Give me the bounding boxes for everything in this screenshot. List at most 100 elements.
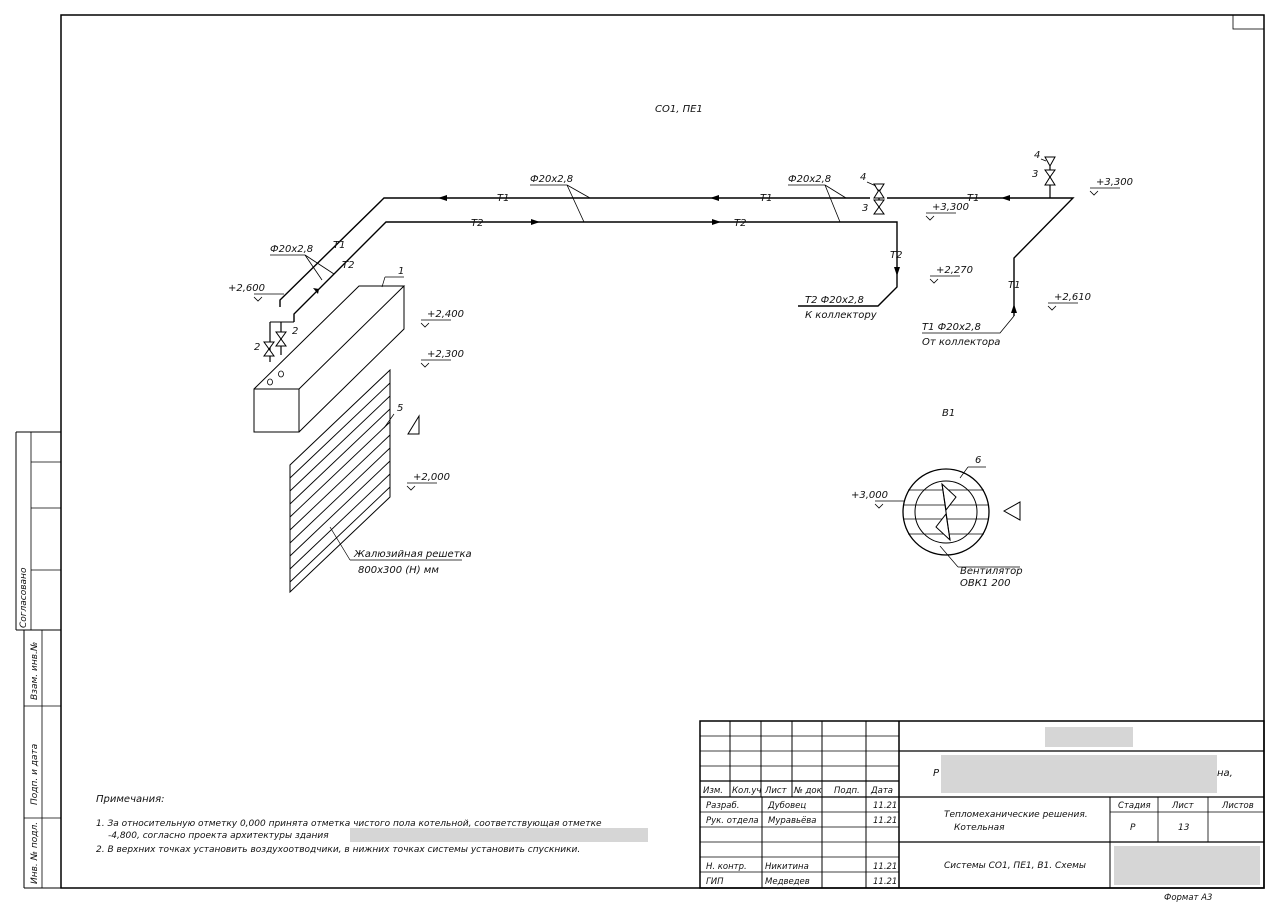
louvre-grille bbox=[289, 368, 391, 594]
callout-number: 5 bbox=[397, 403, 403, 414]
elevation-mark: +2,000 bbox=[406, 472, 450, 491]
sheet-header: Лист bbox=[1171, 801, 1195, 811]
callout-number: 4 bbox=[1034, 150, 1040, 161]
pipe-t2-label: Т2 bbox=[890, 250, 902, 261]
svg-text:+3,300: +3,300 bbox=[932, 202, 969, 213]
redacted-block bbox=[350, 828, 648, 842]
scheme-title: СО1, ПЕ1 bbox=[655, 104, 703, 115]
project-prefix: Р bbox=[933, 768, 940, 779]
pipe-t1-label: Т1 bbox=[1008, 280, 1020, 291]
elevation-mark: +2,600 bbox=[228, 283, 285, 302]
row-date: 11.21 bbox=[873, 862, 897, 872]
row-role: Н. контр. bbox=[706, 862, 747, 872]
svg-text:+2,000: +2,000 bbox=[413, 472, 450, 483]
elevation-mark: +3,300 bbox=[1089, 177, 1133, 196]
pipe-t1-label: Т1 bbox=[497, 193, 509, 204]
row-date: 11.21 bbox=[873, 816, 897, 826]
header-izm: Изм. bbox=[703, 786, 723, 796]
row-name: Дубовец bbox=[767, 801, 806, 811]
row-role: Рук. отдела bbox=[706, 816, 759, 826]
pipe-t1-label: Т1 bbox=[333, 240, 345, 251]
notes-line: -4,800, согласно проекта архитектуры зда… bbox=[108, 831, 329, 841]
svg-text:+3,300: +3,300 bbox=[1096, 177, 1133, 188]
row-name: Муравьёва bbox=[768, 816, 816, 826]
redacted-block bbox=[1045, 727, 1133, 747]
stage-value: Р bbox=[1130, 823, 1136, 833]
callout-number: 2 bbox=[254, 342, 260, 353]
corner-box bbox=[1232, 14, 1265, 30]
svg-text:+2,610: +2,610 bbox=[1054, 292, 1091, 303]
row-role: Разраб. bbox=[706, 801, 739, 811]
header-data: Дата bbox=[870, 786, 893, 796]
elevation-mark: +2,400 bbox=[420, 309, 464, 328]
svg-text:+2,400: +2,400 bbox=[427, 309, 464, 320]
callout-number: 1 bbox=[398, 266, 404, 277]
elevation-mark: +2,270 bbox=[929, 265, 973, 284]
radiator bbox=[253, 285, 406, 433]
callout-number: 2 bbox=[292, 326, 298, 337]
side-stamp: Согласовано Взам. инв.№ Подп. и дата Инв… bbox=[15, 431, 61, 889]
sheets-header: Листов bbox=[1221, 801, 1254, 811]
pipe-t1-label: Т1 bbox=[967, 193, 979, 204]
side-inv-podl-label: Инв. № подл. bbox=[30, 822, 40, 884]
row-name: Медведев bbox=[765, 877, 810, 887]
header-podp: Подп. bbox=[834, 786, 860, 796]
notes-line: 2. В верхних точках установить воздухоот… bbox=[96, 845, 580, 855]
svg-text:+2,300: +2,300 bbox=[427, 349, 464, 360]
elevation-mark: +2,610 bbox=[1047, 292, 1091, 311]
flow-arrows bbox=[313, 195, 1017, 313]
sheet-value: 13 bbox=[1178, 823, 1190, 833]
row-date: 11.21 bbox=[873, 801, 897, 811]
flow-direction-triangle bbox=[1002, 501, 1021, 521]
side-agreed-label: Согласовано bbox=[19, 567, 29, 628]
stage-title-line: Тепломеханические решения. bbox=[944, 810, 1088, 820]
valve-icon bbox=[873, 183, 885, 215]
supply-pipe-label: Т1 Ф20х2,8 bbox=[922, 322, 981, 333]
side-inv-vzam-label: Взам. инв.№ bbox=[30, 642, 40, 700]
project-suffix: на, bbox=[1217, 768, 1233, 779]
pipe-size-label: Ф20х2,8 bbox=[788, 174, 831, 185]
elevation-mark: +3,000 bbox=[851, 490, 906, 509]
callout-number: 6 bbox=[975, 455, 981, 466]
pipe-t2-label: Т2 bbox=[342, 260, 354, 271]
row-role: ГИП bbox=[706, 877, 724, 887]
row-date: 11.21 bbox=[873, 877, 897, 887]
pipe-size-label: Ф20х2,8 bbox=[530, 174, 573, 185]
callout-number: 4 bbox=[860, 172, 866, 183]
supply-pipe-source: От коллектора bbox=[922, 337, 1000, 348]
callout-number: 3 bbox=[1032, 169, 1038, 180]
side-podp-data-label: Подп. и дата bbox=[30, 744, 40, 805]
pipe-t2-label: Т2 bbox=[734, 218, 746, 229]
stage-title-line: Котельная bbox=[954, 823, 1005, 833]
flow-direction-triangle bbox=[407, 414, 420, 435]
fan-label: Вентилятор bbox=[960, 566, 1023, 577]
title-block bbox=[699, 720, 1265, 889]
redacted-block bbox=[1114, 846, 1260, 885]
vent-system-title: В1 bbox=[942, 408, 955, 419]
stage-header: Стадия bbox=[1118, 801, 1151, 811]
header-doc: № док bbox=[793, 786, 823, 796]
row-name: Никитина bbox=[765, 862, 809, 872]
drawing-frame bbox=[60, 14, 1265, 889]
svg-text:+2,600: +2,600 bbox=[228, 283, 265, 294]
redacted-block bbox=[941, 755, 1217, 793]
format-label: Формат А3 bbox=[1164, 893, 1212, 903]
pipe-t2-label: Т2 bbox=[471, 218, 483, 229]
svg-text:+3,000: +3,000 bbox=[851, 490, 888, 501]
elevation-mark: +2,300 bbox=[420, 349, 464, 368]
callout-number: 3 bbox=[862, 203, 868, 214]
grille-label: Жалюзийная решетка bbox=[353, 549, 472, 560]
header-kol: Кол.уч bbox=[732, 786, 761, 796]
notes-line: 1. За относительную отметку 0,000 принят… bbox=[96, 819, 602, 829]
grille-size-label: 800х300 (Н) мм bbox=[358, 565, 439, 576]
elevation-mark: +3,300 bbox=[925, 202, 969, 221]
svg-text:+2,270: +2,270 bbox=[936, 265, 973, 276]
return-pipe-destination: К коллектору bbox=[805, 310, 878, 321]
header-list: Лист bbox=[764, 786, 788, 796]
pipe-t1-label: Т1 bbox=[760, 193, 772, 204]
drawing-name: Системы СО1, ПЕ1, В1. Схемы bbox=[944, 861, 1086, 871]
fan-model-label: ОВК1 200 bbox=[960, 578, 1010, 589]
valve-icon bbox=[1044, 156, 1056, 186]
pipe-size-label: Ф20х2,8 bbox=[270, 244, 313, 255]
